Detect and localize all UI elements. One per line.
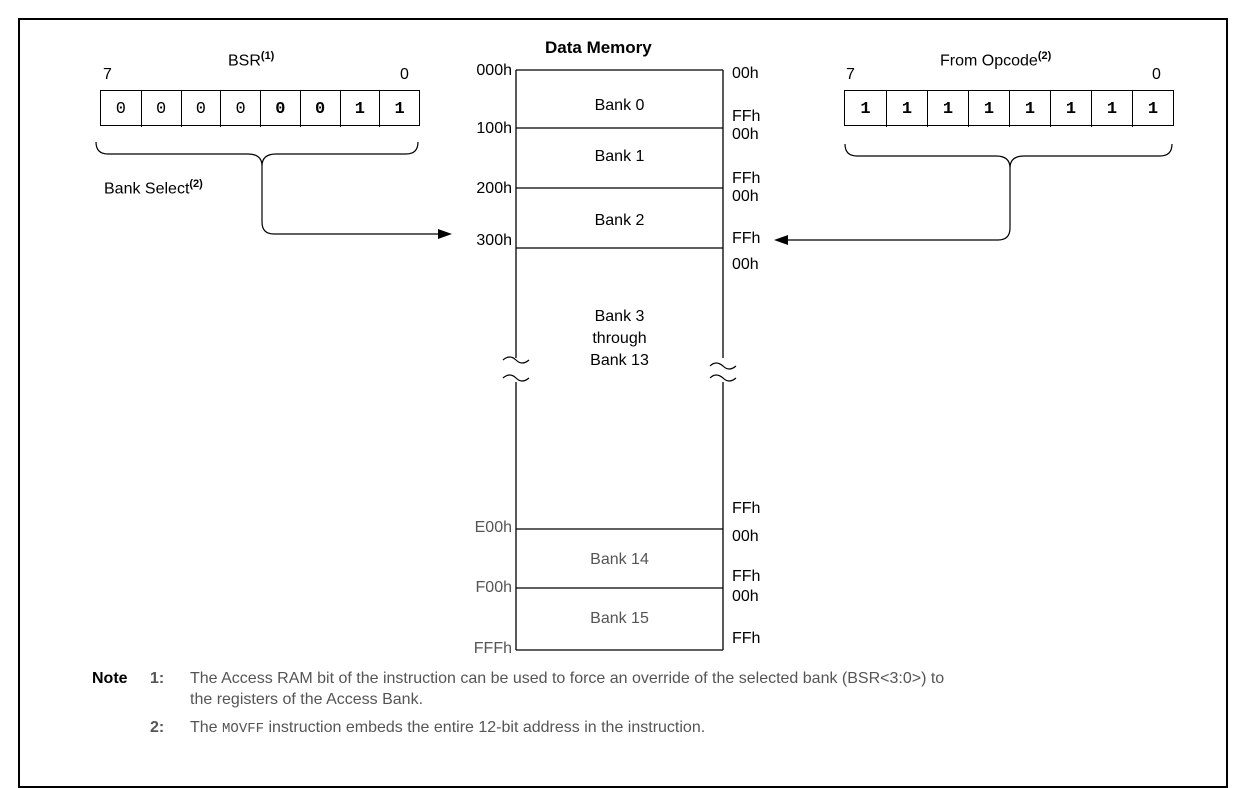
bank-15-label: Bank 15 [590,610,649,627]
bsr-arrowhead [438,229,452,239]
note-1-num: 1: [150,670,165,687]
opcode-bit-0: 1 [1132,91,1173,127]
opcode-bit-1: 1 [1091,91,1132,127]
bsr-bit-4: 0 [220,91,260,127]
offset-bank14-start: 00h [732,528,759,545]
opcode-msb: 7 [846,66,855,83]
offset-bank3-start: 00h [732,256,759,273]
note-2-text: The MOVFF instruction embeds the entire … [190,719,706,737]
addr-100h: 100h [476,120,512,137]
offset-bank2-start: 00h [732,188,759,205]
offset-bank13-end: FFh [732,500,761,517]
bank-3-13-label: Bank 3 through Bank 13 [590,308,649,369]
offset-bank15-start: 00h [732,588,759,605]
bsr-bit-6: 0 [140,91,181,127]
opcode-bit-2: 1 [1050,91,1091,127]
offset-bank0-end: FFh [732,108,761,125]
bsr-brace [95,141,419,167]
bank-0-label: Bank 0 [594,97,645,114]
opcode-lsb: 0 [1152,66,1161,83]
opcode-bit-5: 1 [927,91,968,127]
opcode-label: From Opcode(2) [940,50,1052,70]
break-mark-right [708,358,740,382]
note-1-line1: The Access RAM bit of the instruction ca… [190,670,945,687]
bank-2-label: Bank 2 [594,212,645,229]
bank-14-label: Bank 14 [590,551,649,568]
opcode-arrowhead [774,235,788,245]
note-2-num: 2: [150,719,165,736]
break-mark-left [500,356,532,382]
opcode-bit-3: 1 [1009,91,1050,127]
bsr-bit-0: 1 [379,91,419,127]
addr-F00h: F00h [475,579,512,596]
offset-bank0-start: 00h [732,65,759,82]
diagram-title: Data Memory [545,38,652,57]
offset-bank14-end: FFh [732,568,761,585]
opcode-bit-6: 1 [886,91,927,127]
bsr-lsb: 0 [400,66,409,83]
addr-300h: 300h [476,232,512,249]
bsr-bit-7: 0 [115,99,126,119]
bsr-bit-1: 1 [339,91,380,127]
offset-bank15-end: FFh [732,630,761,647]
addr-200h: 200h [476,180,512,197]
offset-bank1-start: 00h [732,126,759,143]
addr-000h: 000h [476,62,512,79]
addr-E00h: E00h [474,519,512,536]
addr-FFFh: FFFh [473,640,512,657]
opcode-bit-4: 1 [968,91,1009,127]
offset-bank1-end: FFh [732,170,761,187]
bank-select-label: Bank Select(2) [104,178,203,198]
bank-1-label: Bank 1 [594,148,645,165]
bsr-label: BSR(1) [228,50,275,70]
bsr-bit-2: 0 [299,91,340,127]
offset-bank2-end: FFh [732,230,761,247]
bsr-bit-3: 0 [260,91,300,127]
note-heading: Note [92,670,128,687]
opcode-brace [844,143,1173,169]
opcode-bit-7: 1 [860,99,871,119]
note-1-line2: the registers of the Access Bank. [190,691,424,708]
bsr-msb: 7 [103,66,112,83]
bsr-bit-5: 0 [180,91,221,127]
